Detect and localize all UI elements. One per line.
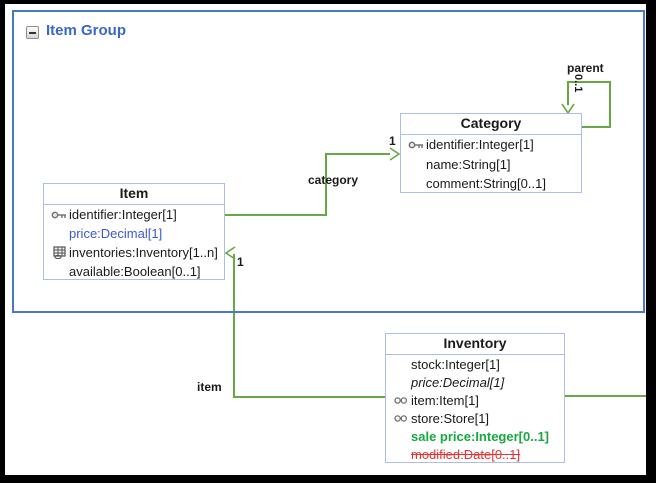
attribute-row[interactable]: store:Store[1]: [386, 409, 564, 427]
category-edge-label[interactable]: category: [308, 173, 359, 187]
parent-edge-label[interactable]: parent: [567, 61, 604, 75]
parent-edge-segment[interactable]: [609, 81, 611, 128]
entity-category[interactable]: Category identifier:Integer[1] name:Stri…: [400, 113, 582, 193]
attribute-row[interactable]: modified:Date[0..1]: [386, 445, 564, 463]
category-edge-multiplicity[interactable]: 1: [389, 134, 396, 148]
attribute-row[interactable]: price:Decimal[1]: [386, 373, 564, 391]
attribute-row[interactable]: stock:Integer[1]: [386, 355, 564, 373]
attribute-text: modified:Date[0..1]: [411, 446, 521, 462]
reference-key-icon: [391, 395, 411, 406]
attribute-text: sale price:Integer[0..1]: [411, 428, 549, 444]
attribute-text: store:Store[1]: [411, 410, 490, 426]
attribute-row[interactable]: comment:String[0..1]: [401, 174, 581, 194]
store-edge-segment[interactable]: [565, 395, 646, 397]
attribute-text: identifier:Integer[1]: [426, 137, 534, 153]
attribute-text: price:Decimal[1]: [411, 374, 505, 390]
primary-key-icon: [406, 140, 426, 150]
attribute-row[interactable]: sale price:Integer[0..1]: [386, 427, 564, 445]
parent-edge-segment[interactable]: [567, 81, 569, 105]
category-edge-segment[interactable]: [225, 214, 327, 216]
attribute-text: price:Decimal[1]: [69, 226, 163, 241]
attribute-text: available:Boolean[0..1]: [69, 264, 201, 279]
attribute-text: name:String[1]: [426, 156, 511, 172]
attribute-row[interactable]: item:Item[1]: [386, 391, 564, 409]
collapse-toggle-button[interactable]: [26, 26, 39, 39]
collection-table-icon: [49, 246, 69, 259]
attribute-row[interactable]: identifier:Integer[1]: [44, 205, 224, 224]
attribute-text: item:Item[1]: [411, 392, 479, 408]
entity-item[interactable]: Item identifier:Integer[1] price:Decimal…: [43, 183, 225, 280]
attribute-text: inventories:Inventory[1..n]: [69, 245, 218, 260]
parent-edge-segment[interactable]: [567, 81, 611, 83]
attribute-row[interactable]: name:String[1]: [401, 155, 581, 175]
category-edge-segment[interactable]: [327, 153, 390, 155]
entity-inventory-title[interactable]: Inventory: [386, 334, 564, 355]
item-edge-multiplicity[interactable]: 1: [237, 255, 244, 269]
attribute-row[interactable]: available:Boolean[0..1]: [44, 262, 224, 281]
parent-edge-segment[interactable]: [582, 126, 611, 128]
attribute-row[interactable]: identifier:Integer[1]: [401, 135, 581, 155]
minus-icon: [29, 32, 36, 34]
item-edge-label[interactable]: item: [197, 380, 222, 394]
attribute-text: comment:String[0..1]: [426, 176, 546, 192]
entity-category-title[interactable]: Category: [401, 114, 581, 135]
attribute-text: stock:Integer[1]: [411, 356, 500, 372]
reference-key-icon: [391, 413, 411, 424]
attribute-row[interactable]: inventories:Inventory[1..n]: [44, 243, 224, 262]
primary-key-icon: [49, 210, 69, 220]
entity-item-title[interactable]: Item: [44, 184, 224, 205]
item-edge-segment[interactable]: [235, 396, 385, 398]
parent-edge-multiplicity[interactable]: 0..1: [572, 74, 584, 93]
entity-inventory[interactable]: Inventory stock:Integer[1] price:Decimal…: [385, 333, 565, 463]
diagram-canvas[interactable]: category 1 item 1 parent 0..1 Item Group…: [5, 4, 646, 475]
attribute-text: identifier:Integer[1]: [69, 207, 177, 222]
category-edge-arrowhead-icon: [389, 147, 400, 161]
group-title[interactable]: Item Group: [46, 22, 127, 39]
category-edge-segment[interactable]: [325, 153, 327, 216]
attribute-row[interactable]: price:Decimal[1]: [44, 224, 224, 243]
item-edge-segment[interactable]: [233, 254, 235, 398]
item-edge-arrowhead-icon: [224, 246, 236, 260]
